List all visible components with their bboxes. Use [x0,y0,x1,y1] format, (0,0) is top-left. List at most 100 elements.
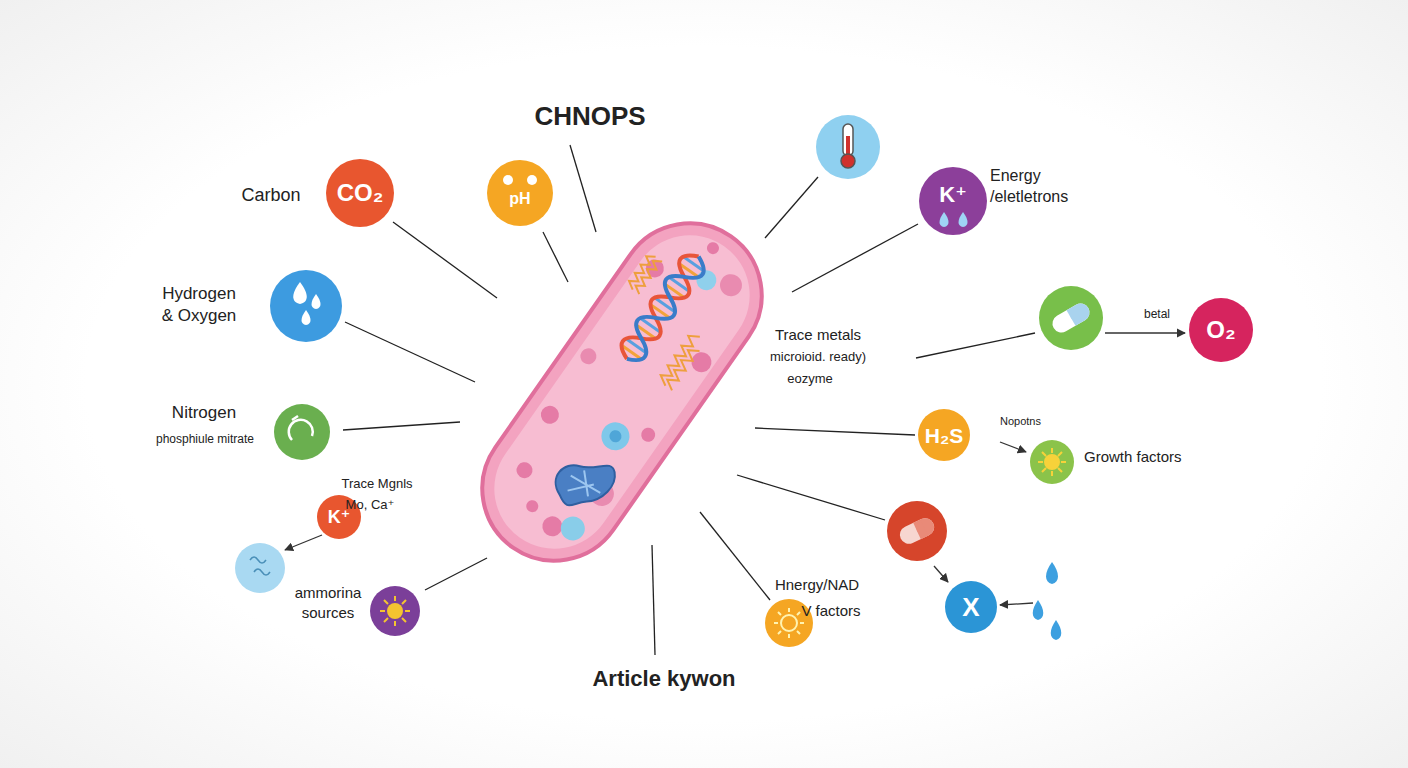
annotation-label: Mo, Ca⁺ [346,497,395,514]
dna-rung [678,263,699,278]
icon-circle [370,586,420,636]
dna-rung [650,304,671,319]
annotation-label: phosphiule mitrate [156,432,254,448]
pill-half [913,519,928,539]
annotation-label: Hnergy/NAD [775,575,859,595]
annotation-label: V factors [801,601,860,621]
ribosome [524,498,541,515]
node-label: pH [509,191,530,207]
water-drop [959,212,968,227]
leader-line [345,322,475,382]
ribosome [537,402,562,427]
nutrient-circle: O₂ [1189,298,1253,362]
protein-blob [546,444,621,520]
water-drop [293,282,307,304]
ribosome [716,270,747,301]
growth-sun-icon [1030,440,1074,484]
arrow-line [1000,442,1026,452]
ribosome [705,240,722,257]
nutrient-circle: X [945,581,997,633]
circle-shape [487,160,553,226]
ribosome [638,425,657,444]
arrow-line [285,535,322,550]
node-label: O₂ [1206,318,1235,342]
node-label: K⁺ [939,184,967,206]
circle-shape [919,167,987,235]
dna-rung [683,256,704,271]
arrow-line [1000,603,1033,605]
dna-rung [625,338,646,353]
pill-half [1067,300,1093,326]
sun-rays [1038,448,1066,476]
water-drop [940,212,949,227]
water-icon [270,270,342,342]
water-drop [1046,562,1058,584]
sun-core [781,615,797,631]
leader-line [393,222,497,298]
leader-line [343,422,460,430]
cycle-arrow [289,420,313,440]
thermometer-tube [843,124,853,156]
annotation-label: Nopotns [1000,414,1041,428]
annotation-label: ammorina sources [287,583,369,622]
leader-line [916,333,1035,358]
icon-circle [270,270,342,342]
icon-circle [1039,286,1103,350]
ph-dot [503,175,513,185]
annotation-label: CHNOPS [534,100,645,134]
dna-strand [616,249,710,367]
dna-rung [664,283,685,298]
capsule-pill [1049,300,1093,336]
ribosome [585,477,618,510]
arrow-line [1105,332,1185,333]
cytoplasm [471,212,773,572]
circle-outline [919,167,987,235]
pill-half [913,515,937,539]
pill-half [1067,306,1083,326]
annotation-label: microioid. ready) [770,349,866,366]
circle-shape [326,159,394,227]
annotation-label: Growth factors [1084,447,1182,467]
circle-outline [326,159,394,227]
node-label: X [962,594,979,620]
dna-rung [640,318,661,333]
thermometer-mercury [846,136,850,158]
leader-line [792,224,918,292]
circle-shape [945,581,997,633]
leader-line [652,545,655,655]
node-label: CO₂ [337,181,384,205]
vesicle [596,417,635,456]
water-drop [312,294,321,309]
circle-shape [918,409,970,461]
annotation-label: betal [1144,307,1170,323]
leader-line [570,145,596,232]
node-label: H₂S [925,425,964,446]
microbe-squiggle [250,557,270,575]
annotation-label: Nitrogen [172,402,236,424]
annotation-label: Hydrogen & Oxygen [157,283,241,327]
annotation-label: Carbon [241,184,300,207]
icon-circle [274,404,330,460]
dna-strand [616,249,710,367]
dna-rung [635,324,656,339]
ph-dot [527,175,537,185]
icon-circle [887,501,947,561]
water-drops [1033,562,1062,640]
sun-core [1044,454,1060,470]
circle-outline [487,160,553,226]
leader-lines [343,145,1035,655]
leader-line [755,428,915,435]
icon-circle [1030,440,1074,484]
circle-outline [945,581,997,633]
nutrient-circle: K⁺ [919,167,987,235]
leader-line [765,177,818,238]
circle-outline [1189,298,1253,362]
cell-wall [454,195,790,589]
ribosome [513,459,535,481]
annotation-label: eozyme [787,371,833,388]
annotation-label: Trace metals [775,325,861,345]
dna-rung [668,277,689,292]
